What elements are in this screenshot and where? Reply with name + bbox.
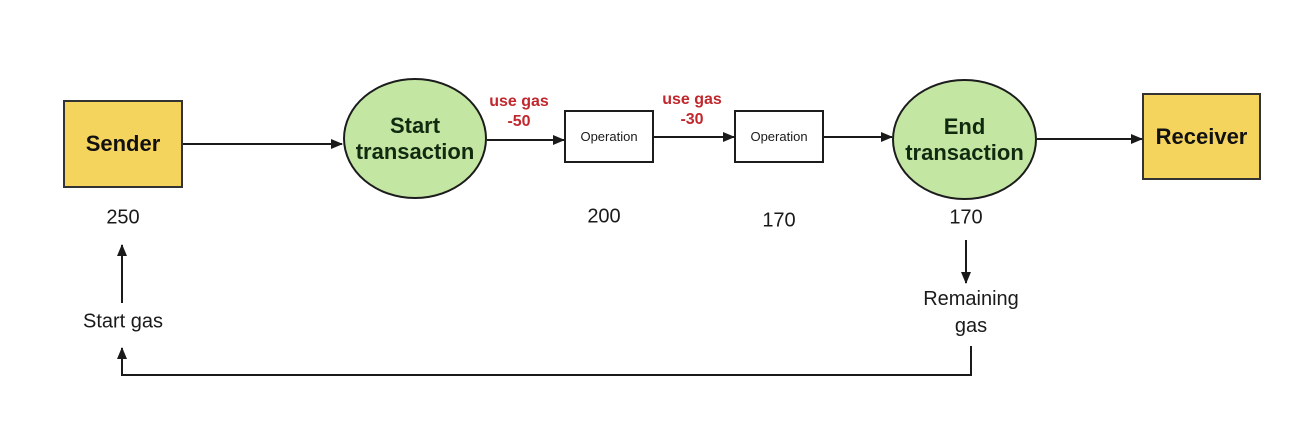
operation-2-node: Operation <box>734 110 824 163</box>
sender-node: Sender <box>63 100 183 188</box>
start-gas-label: Start gas <box>82 310 164 333</box>
loop-line-horizontal <box>122 374 972 376</box>
start-transaction-node: Start transaction <box>343 78 487 199</box>
receiver-node: Receiver <box>1142 93 1261 180</box>
operation-1-node: Operation <box>564 110 654 163</box>
arrow-operation1-to-operation2 <box>654 132 735 142</box>
gas-value-250: 250 <box>106 206 140 229</box>
gas-value-170-after-op2: 170 <box>762 209 796 232</box>
receiver-label: Receiver <box>1155 123 1248 149</box>
end-transaction-label: End transaction <box>905 113 1024 165</box>
arrow-start-to-operation1 <box>487 135 565 145</box>
use-gas-50-label: use gas -50 <box>489 93 549 130</box>
loop-line-vertical-right <box>970 346 972 376</box>
sender-label: Sender <box>85 131 161 156</box>
arrow-end-to-remaining-gas <box>961 240 971 284</box>
loop-arrow-up-left <box>117 347 127 376</box>
arrow-sender-to-start <box>183 139 343 149</box>
use-gas-30-label: use gas -30 <box>662 91 722 128</box>
end-transaction-node: End transaction <box>892 79 1037 200</box>
arrow-startgas-to-250 <box>117 244 127 303</box>
gas-value-170-at-end: 170 <box>949 206 983 229</box>
operation-2-label: Operation <box>750 129 808 144</box>
arrow-end-to-receiver <box>1037 134 1143 144</box>
remaining-gas-label: Remaining gas <box>923 288 1019 337</box>
operation-1-label: Operation <box>580 129 638 144</box>
arrow-operation2-to-end <box>824 132 893 142</box>
gas-value-200: 200 <box>587 205 621 228</box>
start-transaction-label: Start transaction <box>355 112 475 164</box>
